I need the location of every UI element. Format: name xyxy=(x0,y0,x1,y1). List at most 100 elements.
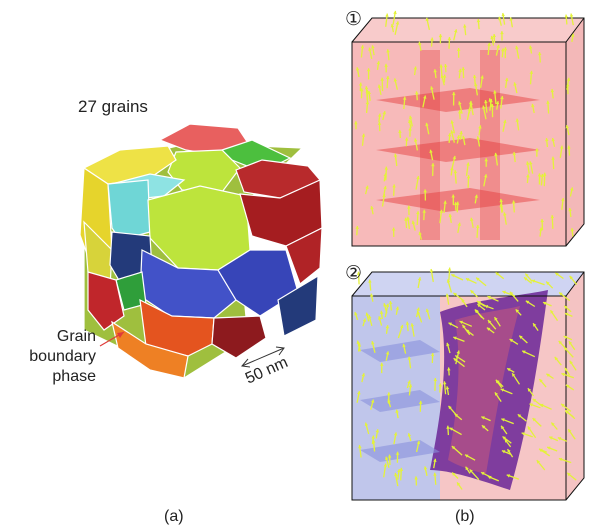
magnetization-arrow-head xyxy=(385,303,390,308)
magnetization-arrow-head xyxy=(402,96,407,100)
magnetization-arrow-head xyxy=(356,271,361,275)
magnetization-arrow-head xyxy=(453,336,457,340)
magnetization-arrow-head xyxy=(393,153,398,157)
magnetization-arrow-head xyxy=(542,172,547,176)
magnetization-arrow-head xyxy=(423,466,428,470)
magnetization-arrow-head xyxy=(456,350,460,354)
magnetization-arrow-head xyxy=(496,44,500,48)
caption-b: (b) xyxy=(455,508,475,525)
magnetization-arrow-head xyxy=(537,173,542,177)
magnetization-arrow-head xyxy=(568,429,572,433)
magnetization-arrow-head xyxy=(357,391,361,395)
magnetization-arrow-head xyxy=(515,45,519,50)
magnetization-arrow-head xyxy=(370,293,374,297)
magnetization-arrow-head xyxy=(425,122,429,127)
magnetization-arrow-head xyxy=(526,174,530,178)
magnetization-arrow-head xyxy=(433,458,437,462)
magnetization-arrow-head xyxy=(501,418,505,422)
magnetization-arrow-head xyxy=(408,119,412,124)
magnetization-arrow-head xyxy=(450,167,454,171)
grain-boundary-label-line: Grain xyxy=(56,328,96,345)
grain-boundary-label-line: phase xyxy=(52,368,96,385)
magnetization-arrow-head xyxy=(405,321,410,325)
grain-cyan-front xyxy=(107,179,151,241)
magnetization-arrow-head xyxy=(442,74,447,78)
magnetization-arrow-head xyxy=(438,383,442,387)
magnetization-arrow-head xyxy=(453,29,458,33)
magnetization-arrow-head xyxy=(395,306,400,310)
magnetization-arrow-head xyxy=(459,131,463,135)
magnetization-arrow-head xyxy=(417,277,422,281)
magnetization-arrow-head xyxy=(558,340,563,345)
magnetization-arrow-head xyxy=(494,392,499,396)
magnetization-arrow-head xyxy=(382,193,386,198)
magnetization-arrow-head xyxy=(387,392,391,396)
magnetization-arrow-head xyxy=(391,227,396,231)
magnetization-arrow-head xyxy=(418,231,422,236)
magnetization-arrow-head xyxy=(549,436,553,440)
magnetization-arrow-head xyxy=(384,63,388,67)
magnetization-arrow-head xyxy=(501,425,505,430)
magnetization-arrow-head xyxy=(481,416,485,420)
magnetization-arrow-head xyxy=(476,19,481,23)
magnetization-arrow-head xyxy=(411,220,416,225)
magnetization-arrow-head xyxy=(355,225,359,229)
magnetization-arrow-head xyxy=(557,437,562,441)
magnetization-arrow-head xyxy=(445,386,450,390)
magnetization-arrow-head xyxy=(375,429,380,433)
magnetization-arrow-head xyxy=(430,353,435,357)
magnetization-arrow-head xyxy=(385,13,389,17)
magnetization-arrow-head xyxy=(448,405,452,410)
magnetization-arrow-head xyxy=(551,138,555,142)
magnetization-arrow-head xyxy=(390,24,395,28)
magnetization-arrow-head xyxy=(528,45,533,49)
magnetization-arrow-head xyxy=(453,358,458,362)
magnetization-arrow-head xyxy=(386,49,390,53)
magnetization-arrow-head xyxy=(418,41,422,46)
magnetization-arrow-head xyxy=(537,52,542,56)
magnetization-arrow-head xyxy=(416,440,421,445)
magnetization-arrow-head xyxy=(482,105,486,109)
magnetization-arrow-head xyxy=(452,155,457,160)
magnetization-arrow-head xyxy=(453,170,458,174)
magnetization-arrow-head xyxy=(383,185,387,190)
magnetization-arrow-head xyxy=(564,305,568,310)
magnetization-arrow-head xyxy=(397,469,401,473)
magnetization-arrow-head xyxy=(555,272,559,276)
magnetization-arrow-head xyxy=(360,88,364,92)
magnetization-arrow-head xyxy=(509,339,514,343)
magnetization-arrow-head xyxy=(368,47,372,51)
magnetization-arrow-head xyxy=(498,16,502,21)
magnetization-arrow-head xyxy=(371,341,375,345)
magnetization-arrow-head xyxy=(368,279,372,283)
magnetization-arrow-head xyxy=(465,454,469,458)
magnetization-arrow-head xyxy=(392,184,396,188)
caption-a: (a) xyxy=(164,508,184,525)
magnetization-arrow-head xyxy=(407,380,411,384)
magnetization-arrow-head xyxy=(540,173,544,177)
magnetization-arrow-head xyxy=(522,350,526,354)
magnetization-arrow-head xyxy=(465,466,469,471)
magnetization-arrow-head xyxy=(433,472,437,476)
magnetization-arrow-head xyxy=(458,110,462,114)
magnetization-arrow-head xyxy=(466,175,471,179)
magnetization-arrow-head xyxy=(476,277,480,281)
magnetization-arrow-head xyxy=(418,400,423,404)
magnetization-arrow-head xyxy=(416,211,420,215)
magnetization-arrow-head xyxy=(503,47,508,51)
magnetization-arrow-head xyxy=(393,432,398,436)
magnetization-arrow-head xyxy=(416,176,420,180)
magnetization-arrow-head xyxy=(456,48,461,51)
magnetization-arrow-head xyxy=(385,456,389,461)
magnetization-arrow-head xyxy=(399,324,404,329)
magnetization-arrow-head xyxy=(561,403,565,408)
magnetization-arrow-head xyxy=(474,194,478,198)
magnetization-arrow-head xyxy=(500,31,504,35)
magnetization-arrow-head xyxy=(492,34,497,38)
magnetization-arrow-head xyxy=(513,82,517,86)
magnetization-arrow-head xyxy=(502,436,506,440)
magnetization-arrow-head xyxy=(570,187,574,191)
magnetization-arrow-head xyxy=(517,414,522,418)
magnetization-arrow-head xyxy=(470,217,474,222)
